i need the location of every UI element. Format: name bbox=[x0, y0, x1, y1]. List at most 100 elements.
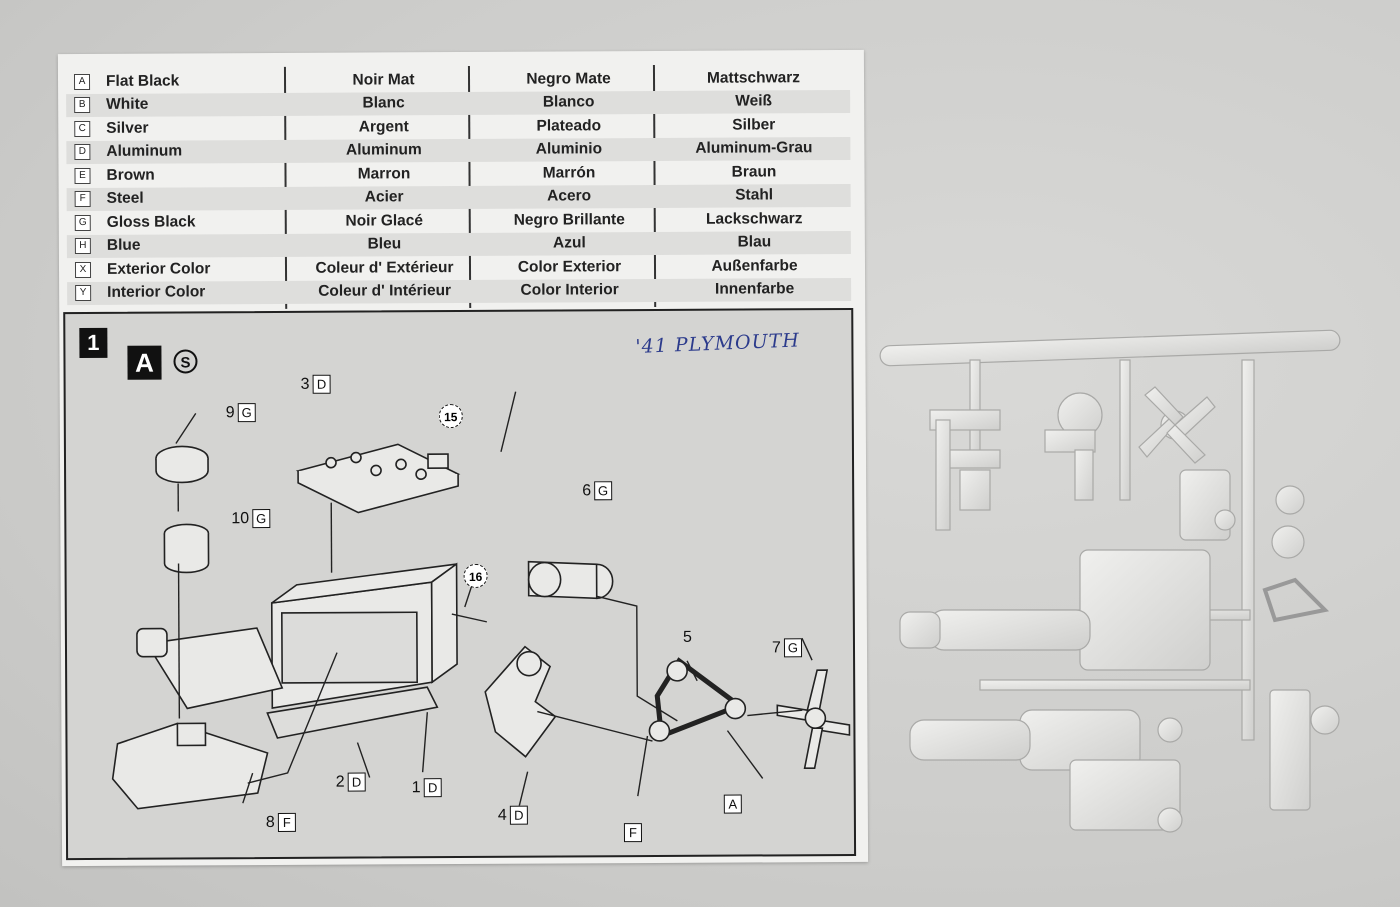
color-name-french: Blanc bbox=[362, 94, 405, 112]
color-name-spanish: Aluminio bbox=[535, 140, 603, 158]
color-name-english: Gloss Black bbox=[106, 213, 196, 231]
carburetor-base bbox=[176, 722, 207, 747]
color-name-english: Flat Black bbox=[105, 72, 180, 90]
color-code-box: Y bbox=[75, 285, 92, 302]
transmission bbox=[145, 627, 284, 710]
color-name-german: Blau bbox=[737, 233, 772, 251]
belt-color-f-callout: F bbox=[623, 823, 643, 843]
color-name-french: Coleur d' Intérieur bbox=[318, 282, 452, 301]
cooling-fan bbox=[776, 669, 851, 770]
color-name-english: Brown bbox=[106, 166, 155, 184]
color-name-spanish: Azul bbox=[552, 234, 586, 252]
generator-front bbox=[527, 561, 562, 598]
color-code-box: G bbox=[74, 214, 91, 231]
color-code-box: A bbox=[73, 73, 91, 90]
color-code-box: C bbox=[74, 120, 91, 137]
instruction-sheet: A Flat Black Noir Mat Negro Mate Mattschwarz… bbox=[57, 49, 869, 867]
circled-part-15: 15 bbox=[438, 404, 463, 429]
leader-line bbox=[356, 742, 371, 778]
water-pump-part bbox=[1044, 392, 1103, 501]
head-bolt bbox=[325, 456, 337, 469]
color-name-english: Aluminum bbox=[106, 142, 183, 161]
fan-part bbox=[1138, 386, 1216, 464]
color-name-spanish: Plateado bbox=[536, 117, 602, 135]
leader-line bbox=[686, 660, 698, 682]
color-name-spanish: Negro Brillante bbox=[513, 210, 625, 229]
crank-pulley bbox=[648, 720, 671, 742]
color-name-french: Noir Glacé bbox=[345, 211, 424, 230]
leader-line bbox=[637, 735, 649, 797]
color-name-german: Stahl bbox=[735, 186, 774, 204]
color-name-spanish: Negro Mate bbox=[526, 69, 611, 88]
intake-manifold-part bbox=[929, 409, 1001, 531]
color-code-box: H bbox=[74, 238, 91, 255]
color-name-english: Exterior Color bbox=[106, 260, 211, 278]
assembly-arrow bbox=[451, 613, 488, 623]
leader-line bbox=[801, 637, 813, 661]
block-recess bbox=[281, 611, 418, 684]
leader-line bbox=[500, 391, 517, 452]
color-name-english: Blue bbox=[106, 236, 141, 255]
belt-color-a-callout: A bbox=[723, 794, 742, 814]
assembly-arrow bbox=[747, 709, 803, 717]
color-name-english: Steel bbox=[106, 189, 144, 208]
head-bolt bbox=[395, 458, 407, 471]
transmission-part bbox=[909, 709, 1181, 831]
color-name-spanish: Color Interior bbox=[520, 281, 619, 299]
color-name-french: Aluminum bbox=[345, 141, 422, 159]
color-name-german: Aluminum-Grau bbox=[695, 139, 813, 158]
color-name-spanish: Marrón bbox=[542, 164, 596, 182]
leader-line bbox=[421, 712, 429, 773]
leader-line bbox=[726, 730, 764, 779]
color-name-german: Außenfarbe bbox=[711, 256, 798, 275]
idler-pulley bbox=[724, 697, 747, 720]
head-fitting bbox=[427, 453, 449, 469]
color-name-french: Argent bbox=[358, 118, 409, 136]
engine-assembly-drawing bbox=[111, 391, 851, 812]
oil-pan bbox=[266, 686, 439, 739]
color-name-german: Braun bbox=[731, 163, 777, 181]
color-name-german: Innenfarbe bbox=[714, 280, 795, 298]
tail-shaft bbox=[136, 627, 168, 658]
sprue-cross-runner bbox=[979, 679, 1251, 691]
color-name-english: Interior Color bbox=[107, 283, 206, 302]
paint-color-chart: A Flat Black Noir Mat Negro Mate Mattschwarz… bbox=[66, 58, 852, 310]
paint-chart-row: Y Interior Color Coleur d' Intérieur Color … bbox=[67, 277, 852, 306]
head-bolt bbox=[350, 451, 362, 464]
step-1-diagram: 1 A S '41 PLYMOUTH bbox=[63, 307, 857, 861]
leader-line bbox=[517, 771, 529, 812]
small-knob-parts bbox=[1157, 705, 1340, 833]
color-name-french: Marron bbox=[357, 165, 411, 183]
assembly-arrow bbox=[247, 652, 338, 784]
cylinder-head-side bbox=[297, 470, 459, 514]
sprue-mid-runner bbox=[1119, 359, 1131, 501]
air-cleaner-parts bbox=[1214, 485, 1305, 559]
color-code-box: B bbox=[74, 97, 91, 114]
head-bolt bbox=[415, 468, 427, 481]
color-name-french: Acier bbox=[364, 188, 404, 206]
color-name-german: Weiß bbox=[735, 92, 773, 110]
color-name-german: Silber bbox=[732, 116, 776, 134]
color-name-french: Noir Mat bbox=[352, 70, 415, 89]
air-cleaner-body bbox=[163, 533, 210, 574]
sprue-right-runner bbox=[1241, 359, 1255, 741]
color-name-french: Coleur d' Extérieur bbox=[315, 258, 454, 277]
air-cleaner-cap-side bbox=[155, 458, 209, 484]
water-pump bbox=[484, 645, 557, 758]
color-name-french: Bleu bbox=[367, 235, 402, 253]
plastic-parts-sprue bbox=[879, 329, 1341, 833]
oil-pan-part bbox=[1269, 689, 1311, 811]
color-name-spanish: Color Exterior bbox=[517, 257, 622, 276]
color-code-box: E bbox=[74, 167, 91, 184]
assembly-arrow bbox=[177, 563, 181, 719]
assembly-arrow bbox=[596, 595, 678, 722]
circled-part-16: 16 bbox=[463, 563, 488, 588]
assembly-arrow bbox=[537, 710, 653, 742]
leader-line bbox=[242, 772, 254, 804]
color-name-german: Mattschwarz bbox=[706, 68, 801, 87]
